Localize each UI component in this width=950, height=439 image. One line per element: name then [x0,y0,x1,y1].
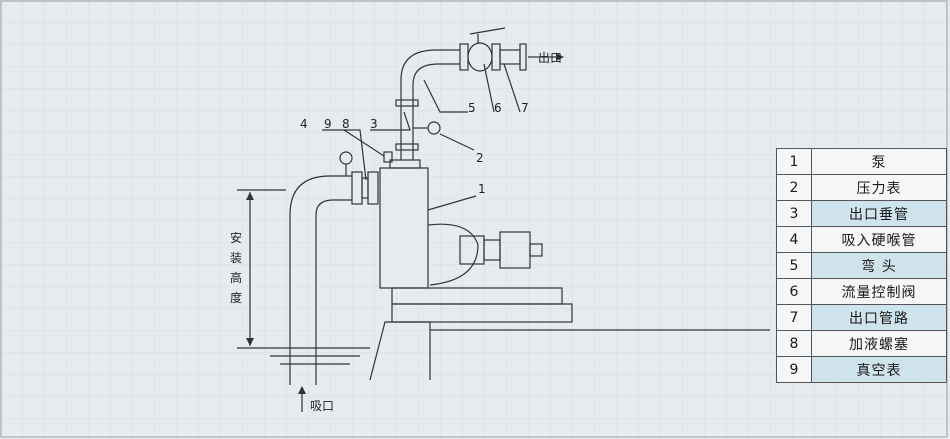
legend-number: 2 [776,174,812,201]
legend-part-name: 出口管路 [811,304,947,331]
foundation-block [369,321,431,381]
pump-body [379,167,429,289]
leader-2 [439,133,475,151]
callout-1: 1 [478,182,486,196]
height-label-char-4: 度 [230,290,242,305]
legend-part-name: 泵 [811,148,947,175]
discharge-flange-upper [395,99,419,107]
legend-part-name: 出口垂管 [811,200,947,227]
legend-row: 6 流量控制阀 [776,278,947,305]
discharge-flange-lower [395,143,419,151]
legend-row: 2 压力表 [776,174,947,201]
legend-row: 4 吸入硬喉管 [776,226,947,253]
callout-7: 7 [521,101,529,115]
legend-number: 9 [776,356,812,383]
callout-5: 5 [468,101,476,115]
suction-flange-a [351,171,363,205]
pump-volute [427,223,479,286]
height-label-char-3: 高 [230,270,242,285]
fill-plug [383,151,393,163]
discharge-pipe-outer [400,49,460,160]
callout-4: 4 [300,117,308,131]
legend-row: 1 泵 [776,148,947,175]
suction-pipe-inner [315,199,352,385]
legend-row: 3 出口垂管 [776,200,947,227]
legend-row: 9 真空表 [776,356,947,383]
legend-number: 3 [776,200,812,227]
legend-part-name: 弯 头 [811,252,947,279]
callout-3: 3 [370,117,378,131]
legend-part-name: 真空表 [811,356,947,383]
inlet-arrow-head [298,386,306,394]
legend-number: 5 [776,252,812,279]
callout-9: 9 [324,117,332,131]
suction-coupling [361,177,369,199]
callout-2: 2 [476,151,484,165]
leader-5 [423,79,468,113]
parts-legend-table: 1 泵 2 压力表 3 出口垂管 4 吸入硬喉管 5 弯 头 6 流量控制阀 [776,148,947,383]
height-label-char-1: 安 [230,230,242,245]
valve-handle [469,27,506,35]
suction-pipe-outer [289,175,352,385]
suction-flange-b [367,171,379,205]
leader-6 [483,63,495,113]
callout-8: 8 [342,117,350,131]
legend-number: 7 [776,304,812,331]
leader-8 [343,129,385,157]
callout-6: 6 [494,101,502,115]
base-plate [391,303,573,323]
outlet-label: 出口 [538,51,562,65]
leader-3 [370,111,411,131]
legend-number: 8 [776,330,812,357]
legend-part-name: 吸入硬喉管 [811,226,947,253]
pump-top-cap [389,159,421,169]
outlet-arrow-head [556,53,564,61]
legend-number: 1 [776,148,812,175]
inlet-label: 吸口 [310,399,334,413]
dim-arrow-top [246,192,254,200]
legend-part-name: 加液螺塞 [811,330,947,357]
legend-part-name: 流量控制阀 [811,278,947,305]
leader-1 [427,195,477,211]
shaft-end [529,243,543,257]
height-label-char-2: 装 [230,251,242,265]
leader-7 [503,63,521,113]
discharge-pipe-inner [412,63,460,160]
legend-number: 4 [776,226,812,253]
leader-4-9-8 [322,129,367,181]
legend-row: 5 弯 头 [776,252,947,279]
legend-number: 6 [776,278,812,305]
legend-row: 8 加液螺塞 [776,330,947,357]
legend-row: 7 出口管路 [776,304,947,331]
dim-arrow-bottom [246,338,254,346]
outlet-flange [519,43,527,71]
legend-part-name: 压力表 [811,174,947,201]
